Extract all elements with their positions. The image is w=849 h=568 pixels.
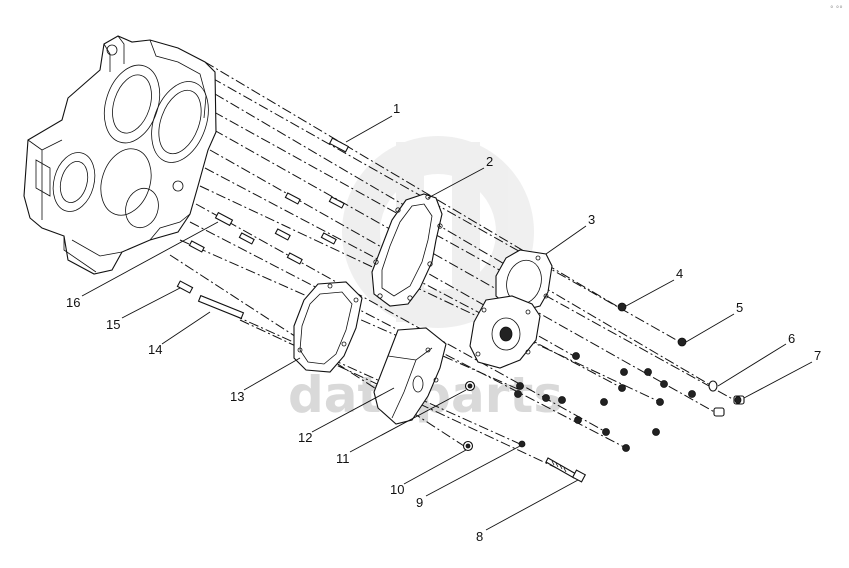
callout-11: 11 xyxy=(336,451,350,466)
callout-1: 1 xyxy=(393,101,400,116)
washer-item-9 xyxy=(518,440,526,448)
callout-9: 9 xyxy=(416,495,423,510)
callout-13: 13 xyxy=(230,389,244,404)
callout-5: 5 xyxy=(736,300,743,315)
callout-12: 12 xyxy=(298,430,312,445)
callout-10: 10 xyxy=(390,482,404,497)
screw-item-7 xyxy=(733,395,745,405)
callout-3: 3 xyxy=(588,212,595,227)
long-stud-item-14 xyxy=(197,294,245,320)
stud-item-1 xyxy=(328,137,350,153)
engine-housing xyxy=(23,35,217,275)
callout-2: 2 xyxy=(486,154,493,169)
corner-mark: ° °° xyxy=(830,5,843,13)
callout-8: 8 xyxy=(476,529,483,544)
callout-labels: 1 2 3 4 5 6 7 8 9 10 11 12 13 14 15 16 xyxy=(66,101,821,544)
cover-plate xyxy=(469,295,541,369)
callout-4: 4 xyxy=(676,266,683,281)
bolt-item-8 xyxy=(545,457,587,483)
nut-item-10 xyxy=(462,440,474,452)
bolt-item-5 xyxy=(677,337,687,347)
leader-lines xyxy=(81,115,813,531)
callout-14: 14 xyxy=(148,342,162,357)
callout-15: 15 xyxy=(106,317,120,332)
gasket-item-13 xyxy=(293,281,363,373)
studs xyxy=(176,137,350,320)
nut-item-11 xyxy=(464,380,476,392)
fasteners xyxy=(462,302,745,483)
bolt-item-4 xyxy=(617,302,627,312)
callout-16: 16 xyxy=(66,295,80,310)
stud-item-15 xyxy=(176,280,194,294)
washer-item-6 xyxy=(708,380,718,392)
callout-6: 6 xyxy=(788,331,795,346)
cover-item-12 xyxy=(373,327,447,425)
stud-item-16 xyxy=(214,211,234,227)
callout-7: 7 xyxy=(814,348,821,363)
gasket-item-2 xyxy=(371,193,443,307)
assembly-phantom-lines xyxy=(169,61,739,479)
